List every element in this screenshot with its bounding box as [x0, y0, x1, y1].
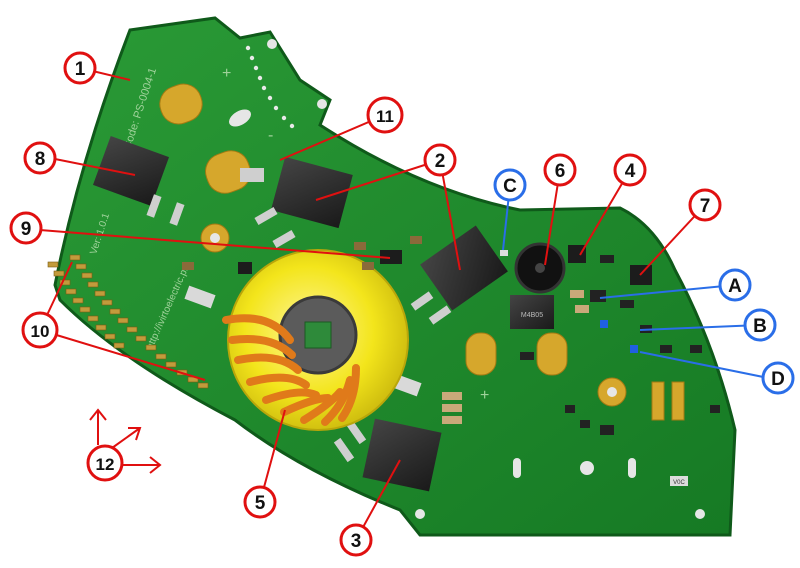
callout-C: C	[493, 168, 527, 202]
transistor-8	[92, 135, 185, 226]
mount-hole-tab2	[317, 99, 327, 109]
transistor-2	[254, 156, 353, 248]
svg-text:7: 7	[700, 196, 711, 217]
ic-9	[380, 250, 402, 264]
ic-small-left	[238, 262, 252, 274]
callout-2: 2	[423, 143, 457, 177]
svg-text:10: 10	[31, 322, 50, 341]
mount-slot	[229, 109, 251, 127]
callout-9: 9	[9, 211, 43, 245]
silk-plus: +	[222, 65, 231, 82]
callout-B: B	[743, 308, 777, 342]
svg-text:9: 9	[21, 219, 32, 240]
ic-4	[568, 245, 586, 263]
bottom-holes	[415, 458, 705, 519]
power-pads	[159, 83, 685, 421]
pin-header-row	[47, 254, 209, 389]
toroid-inductor	[184, 249, 422, 431]
transistor-11	[410, 225, 508, 325]
svg-text:1: 1	[75, 59, 86, 80]
callout-A: A	[718, 268, 752, 302]
svg-text:5: 5	[255, 493, 266, 514]
mount-hole-tab	[267, 39, 277, 49]
callout-4: 4	[613, 153, 647, 187]
svg-text:3: 3	[351, 531, 362, 552]
svg-text:12: 12	[96, 455, 115, 474]
callout-1: 1	[63, 51, 97, 85]
svg-text:8: 8	[35, 149, 46, 170]
callout-12: 12	[86, 444, 124, 482]
buzzer	[514, 242, 566, 294]
callout-5: 5	[243, 485, 277, 519]
svg-text:4: 4	[625, 161, 636, 182]
small-part-voc	[670, 476, 688, 486]
svg-text:6: 6	[555, 161, 566, 182]
callout-11: 11	[366, 96, 404, 134]
small-part-label: V0C	[673, 480, 685, 486]
connector-pins	[245, 45, 295, 129]
ic-small-mid	[240, 168, 264, 182]
silk-plus-lower: +	[480, 387, 489, 404]
axis-indicator	[89, 408, 162, 474]
callout-7: 7	[688, 188, 722, 222]
ic-big-chip	[510, 295, 554, 329]
callout-6: 6	[543, 153, 577, 187]
callout-10: 10	[21, 311, 59, 349]
callout-D: D	[761, 361, 795, 395]
callout-8: 8	[23, 141, 57, 175]
svg-text:A: A	[728, 276, 742, 297]
svg-text:B: B	[753, 316, 767, 337]
svg-text:11: 11	[376, 107, 394, 126]
svg-text:D: D	[771, 369, 785, 390]
svg-text:C: C	[503, 176, 517, 197]
svg-text:2: 2	[435, 151, 446, 172]
silk-minus: -	[268, 127, 273, 144]
callout-3: 3	[339, 523, 373, 557]
chip-marking: M4B05	[521, 312, 543, 319]
transistor-3	[333, 418, 442, 492]
